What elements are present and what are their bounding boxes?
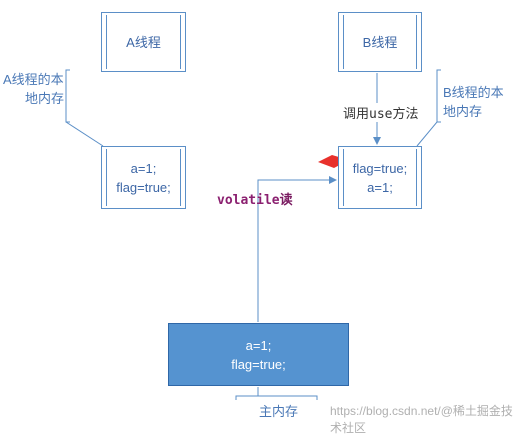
a-memory-label-line-1: A线程的本 — [3, 72, 64, 87]
thread-a-box: A线程 — [101, 12, 186, 72]
call-label-code: use — [369, 107, 393, 122]
b-memory-bracket — [436, 69, 441, 123]
a-memory-leader — [65, 121, 104, 147]
a-memory-label: A线程的本 地内存 — [3, 70, 64, 108]
call-use-method-label: 调用use方法 — [343, 103, 419, 122]
a-memory-label-line-2: 地内存 — [25, 91, 65, 106]
volatile-read-suffix: 读 — [279, 193, 293, 208]
main-memory-value-1: a=1; — [245, 337, 272, 353]
main-memory-box: a=1; flag=true; — [168, 323, 349, 386]
call-label-prefix: 调用 — [343, 106, 370, 121]
watermark: https://blog.csdn.net/@稀土掘金技术社区 — [330, 404, 513, 435]
main-memory-bracket — [235, 395, 318, 400]
b-memory-label: B线程的本 地内存 — [443, 83, 504, 121]
b-memory-label-line-2: 地内存 — [443, 104, 483, 119]
volatile-keyword: volatile — [217, 193, 280, 208]
b-memory-value-1: flag=true; — [352, 160, 408, 176]
a-memory-value-1: a=1; — [130, 160, 157, 176]
b-memory-value-2: a=1; — [367, 179, 393, 195]
thread-a-memory-box: a=1; flag=true; — [101, 146, 186, 209]
thread-b-box: B线程 — [338, 12, 422, 72]
volatile-read-label: volatile读 — [217, 189, 293, 208]
thread-b-title: B线程 — [362, 34, 398, 50]
thread-b-memory-box: flag=true; a=1; — [338, 146, 422, 209]
b-memory-leader — [416, 121, 438, 147]
a-memory-bracket — [65, 69, 70, 123]
volatile-read-arrow — [257, 176, 337, 322]
a-memory-value-2: flag=true; — [116, 179, 171, 195]
main-memory-value-2: flag=true; — [231, 356, 286, 372]
main-memory-label: 主内存 — [259, 404, 299, 419]
b-memory-label-line-1: B线程的本 — [443, 85, 504, 100]
call-label-suffix: 方法 — [392, 106, 419, 121]
thread-a-title: A线程 — [126, 34, 161, 50]
